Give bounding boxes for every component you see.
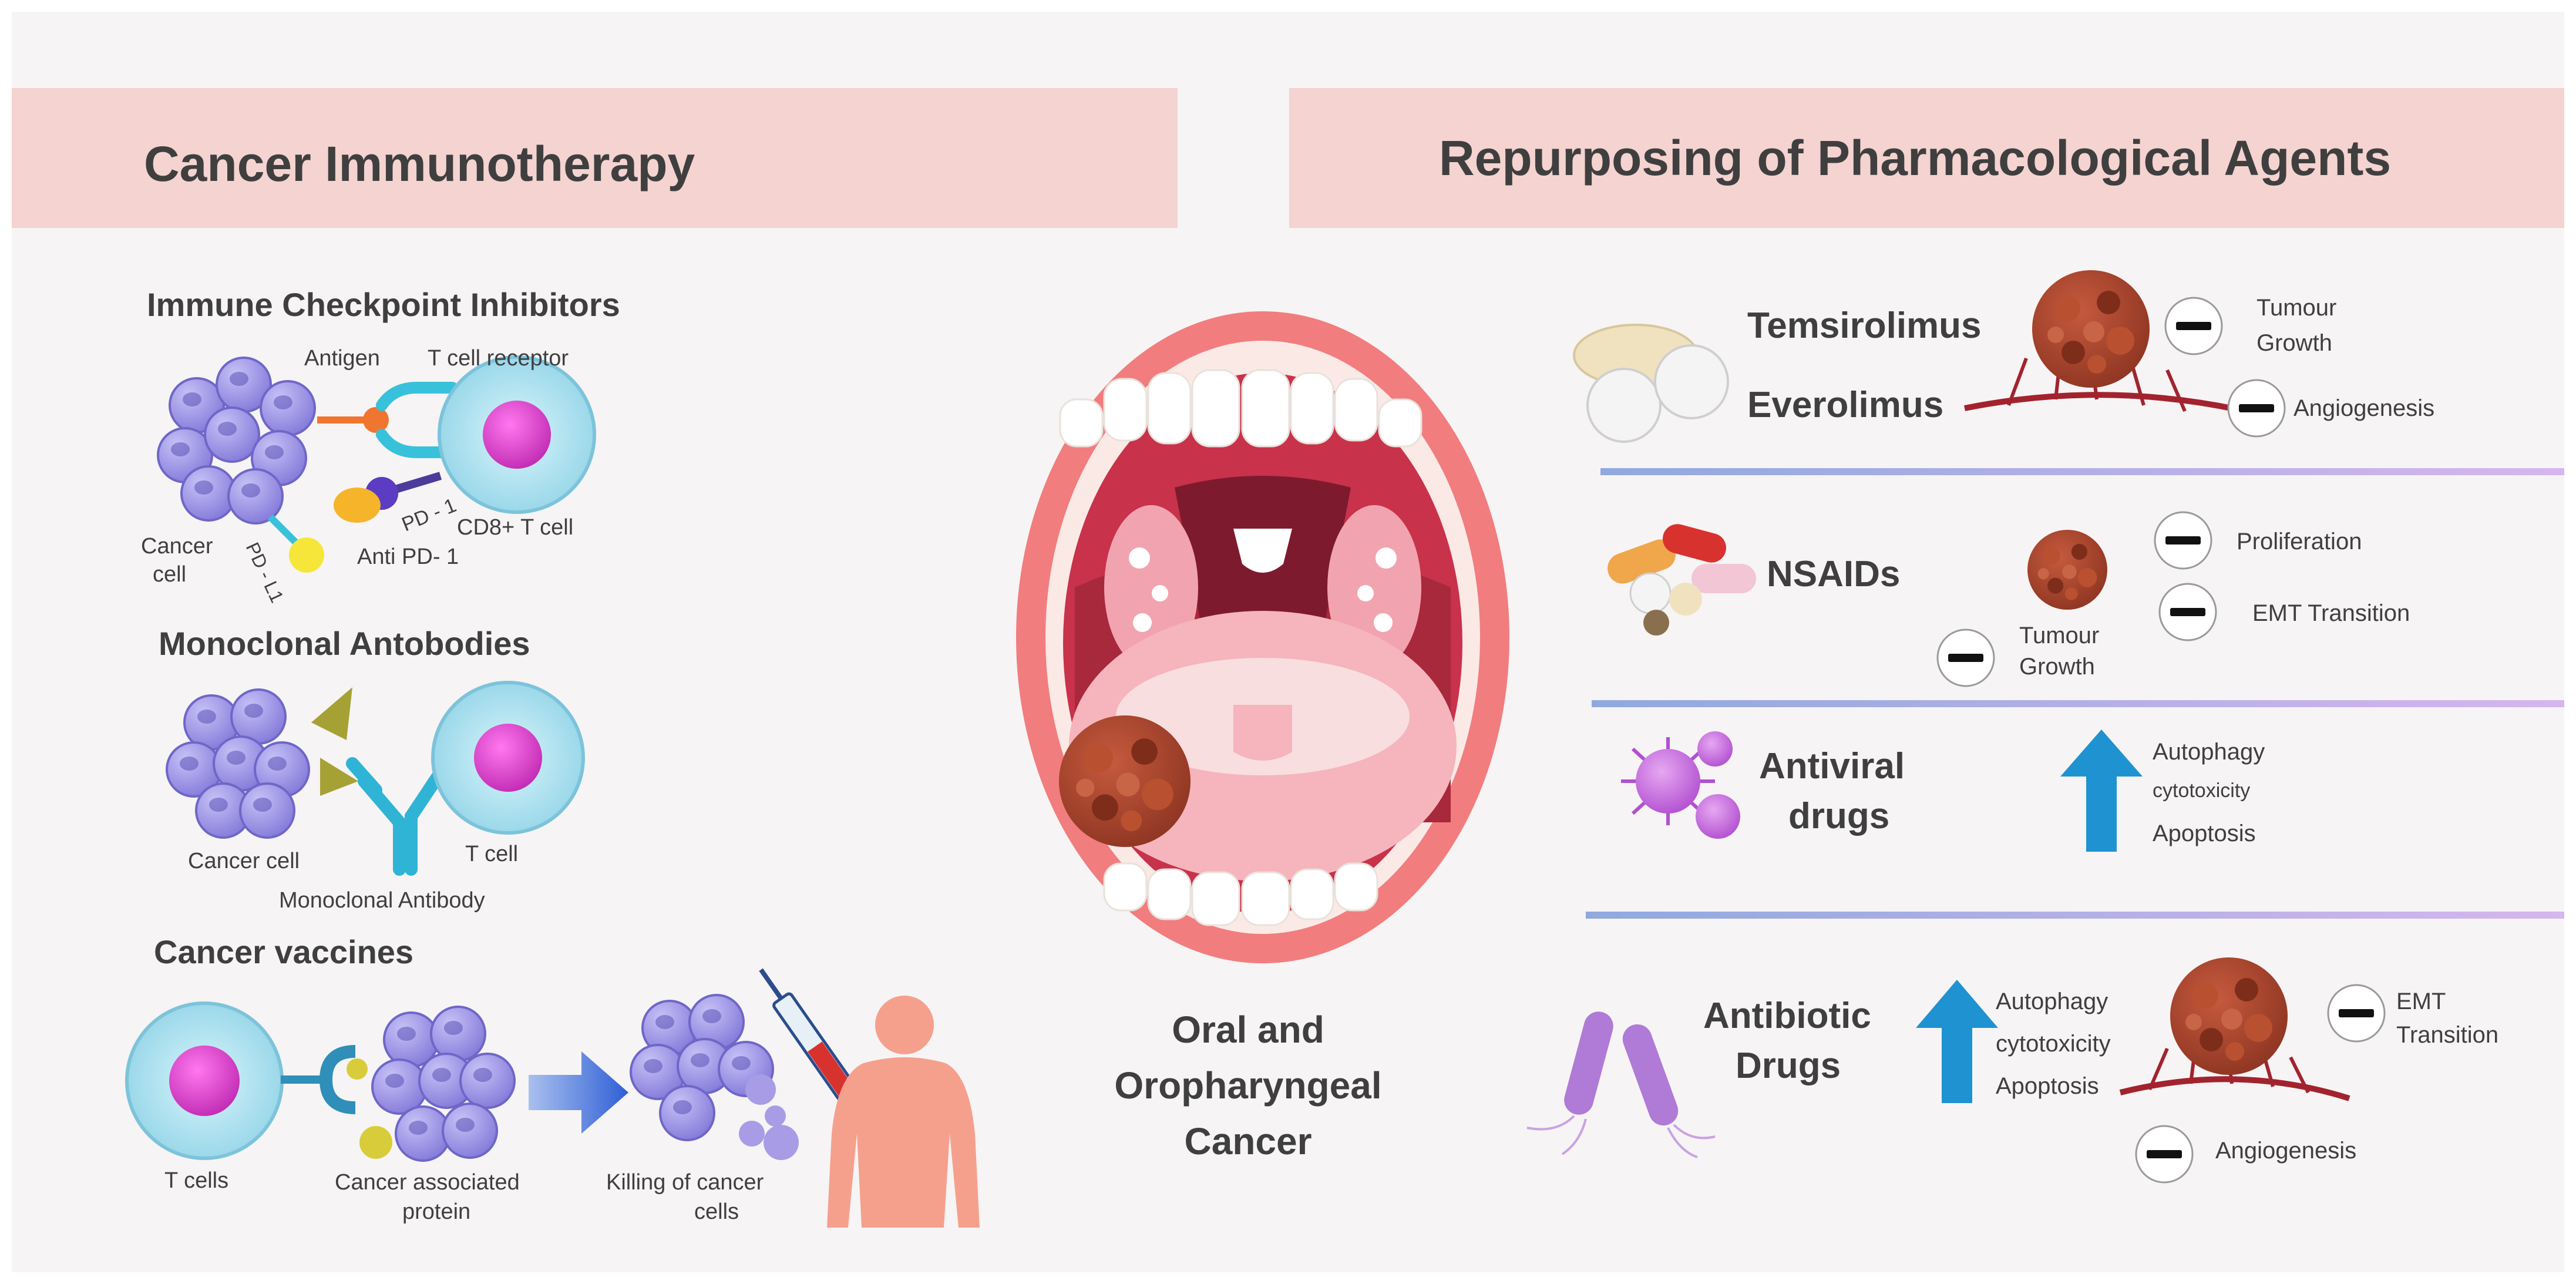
checkpoint-heading: Immune Checkpoint Inhibitors xyxy=(147,286,620,323)
pd1-antibody-block xyxy=(334,472,442,523)
minus-icon-angiogenesis-1 xyxy=(2227,379,2286,438)
minus-icon-proliferation xyxy=(2154,511,2212,570)
t-cell-vaccine xyxy=(125,1001,284,1160)
nsaids-label: NSAIDs xyxy=(1767,554,1900,594)
row3-effect-2: cytotoxicity xyxy=(2153,779,2250,802)
divider-2 xyxy=(1592,700,2564,707)
center-label-line-1: Oral and xyxy=(1172,1009,1324,1051)
divider-1 xyxy=(1600,468,2564,475)
mab-cancer-cell-label: Cancer cell xyxy=(188,849,300,873)
minus-icon-emt-2 xyxy=(2327,984,2386,1043)
divider-3 xyxy=(1586,912,2564,919)
temsirolimus-label: Temsirolimus xyxy=(1747,305,1982,346)
open-mouth-illustration xyxy=(1016,311,1509,963)
cd8-t-cell xyxy=(438,355,596,514)
row2-effect-3a: Tumour xyxy=(2019,623,2099,648)
center-label-line-3: Cancer xyxy=(1185,1120,1312,1162)
t-cell-mab xyxy=(431,681,585,835)
antibiotic-label-1: Antibiotic xyxy=(1703,996,1871,1036)
vaccine-protein-label-2: protein xyxy=(402,1199,470,1224)
row4-effect-5: Angiogenesis xyxy=(2215,1138,2356,1164)
oral-tumor xyxy=(1059,715,1191,847)
left-panel-title: Cancer Immunotherapy xyxy=(144,136,695,191)
vaccines-heading: Cancer vaccines xyxy=(154,933,413,970)
pdl1-marker xyxy=(267,514,324,573)
row3-effect-1: Autophagy xyxy=(2153,739,2265,765)
antiviral-label-1: Antiviral xyxy=(1759,746,1905,786)
nsaid-pills-icon xyxy=(1608,524,1756,636)
tcr-antigen-link xyxy=(317,382,458,458)
tumor-2 xyxy=(2027,530,2107,610)
vaccine-receptor xyxy=(281,1045,392,1159)
row1-effect-2: Angiogenesis xyxy=(2293,395,2434,421)
minus-icon-tumour-growth-1 xyxy=(2164,297,2223,355)
minus-icon-angiogenesis-2 xyxy=(2135,1125,2194,1184)
left-header-bar xyxy=(12,88,1178,228)
antibiotic-label-2: Drugs xyxy=(1736,1046,1841,1086)
row4-effect-4a: EMT xyxy=(2396,989,2446,1014)
anti-pd1-label: Anti PD- 1 xyxy=(357,544,459,569)
mab-t-cell-label: T cell xyxy=(465,842,518,866)
cancer-cell-label-2: cell xyxy=(153,562,186,587)
row4-effect-1: Autophagy xyxy=(1996,989,2108,1014)
mab-heading: Monoclonal Antobodies xyxy=(159,625,530,662)
pills-icon xyxy=(1573,324,1729,443)
antigen-label: Antigen xyxy=(304,346,380,371)
everolimus-label: Everolimus xyxy=(1747,385,1943,425)
tcr-label: T cell receptor xyxy=(428,346,569,371)
antiviral-label-2: drugs xyxy=(1788,796,1889,836)
cancer-cell-label-1: Cancer xyxy=(141,534,213,559)
human-silhouette-icon xyxy=(827,996,980,1228)
debris xyxy=(739,1074,799,1160)
row2-effect-2: EMT Transition xyxy=(2252,600,2410,626)
vaccine-arrow xyxy=(529,1051,628,1134)
right-header-bar xyxy=(1289,88,2564,228)
tumor-with-vessels-2 xyxy=(2119,957,2350,1101)
antigen-triangle-2 xyxy=(320,758,358,796)
vaccine-protein-label-1: Cancer associated xyxy=(335,1170,520,1195)
right-panel-title: Repurposing of Pharmacological Agents xyxy=(1439,130,2391,186)
up-arrow-icon-1 xyxy=(2060,730,2143,852)
row4-effect-4b: Transition xyxy=(2396,1022,2498,1048)
center-label-line-2: Oropharyngeal xyxy=(1114,1064,1381,1107)
minus-icon-tumour-growth-2 xyxy=(1936,628,1995,687)
minus-icon-emt xyxy=(2158,583,2217,641)
antigen-triangle-1 xyxy=(311,687,352,740)
row4-effect-3: Apoptosis xyxy=(1996,1073,2099,1099)
row2-effect-3b: Growth xyxy=(2019,654,2095,680)
bacteria-icon xyxy=(1526,1011,1716,1158)
tumor-with-vessels-1 xyxy=(1964,270,2259,417)
row3-effect-3: Apoptosis xyxy=(2153,821,2256,846)
row1-effect-1a: Tumour xyxy=(2256,295,2336,321)
vaccine-killing-label-2: cells xyxy=(694,1199,739,1224)
row4-effect-2: cytotoxicity xyxy=(1996,1031,2111,1057)
up-arrow-icon-2 xyxy=(1916,980,1998,1103)
row2-effect-1: Proliferation xyxy=(2237,529,2362,554)
vaccine-t-cells-label: T cells xyxy=(164,1168,228,1193)
vaccine-killing-label-1: Killing of cancer xyxy=(606,1170,764,1195)
mab-antibody-label: Monoclonal Antibody xyxy=(279,888,485,913)
virus-icon xyxy=(1621,731,1740,839)
cd8-label: CD8+ T cell xyxy=(457,515,573,540)
row1-effect-1b: Growth xyxy=(2256,330,2332,356)
